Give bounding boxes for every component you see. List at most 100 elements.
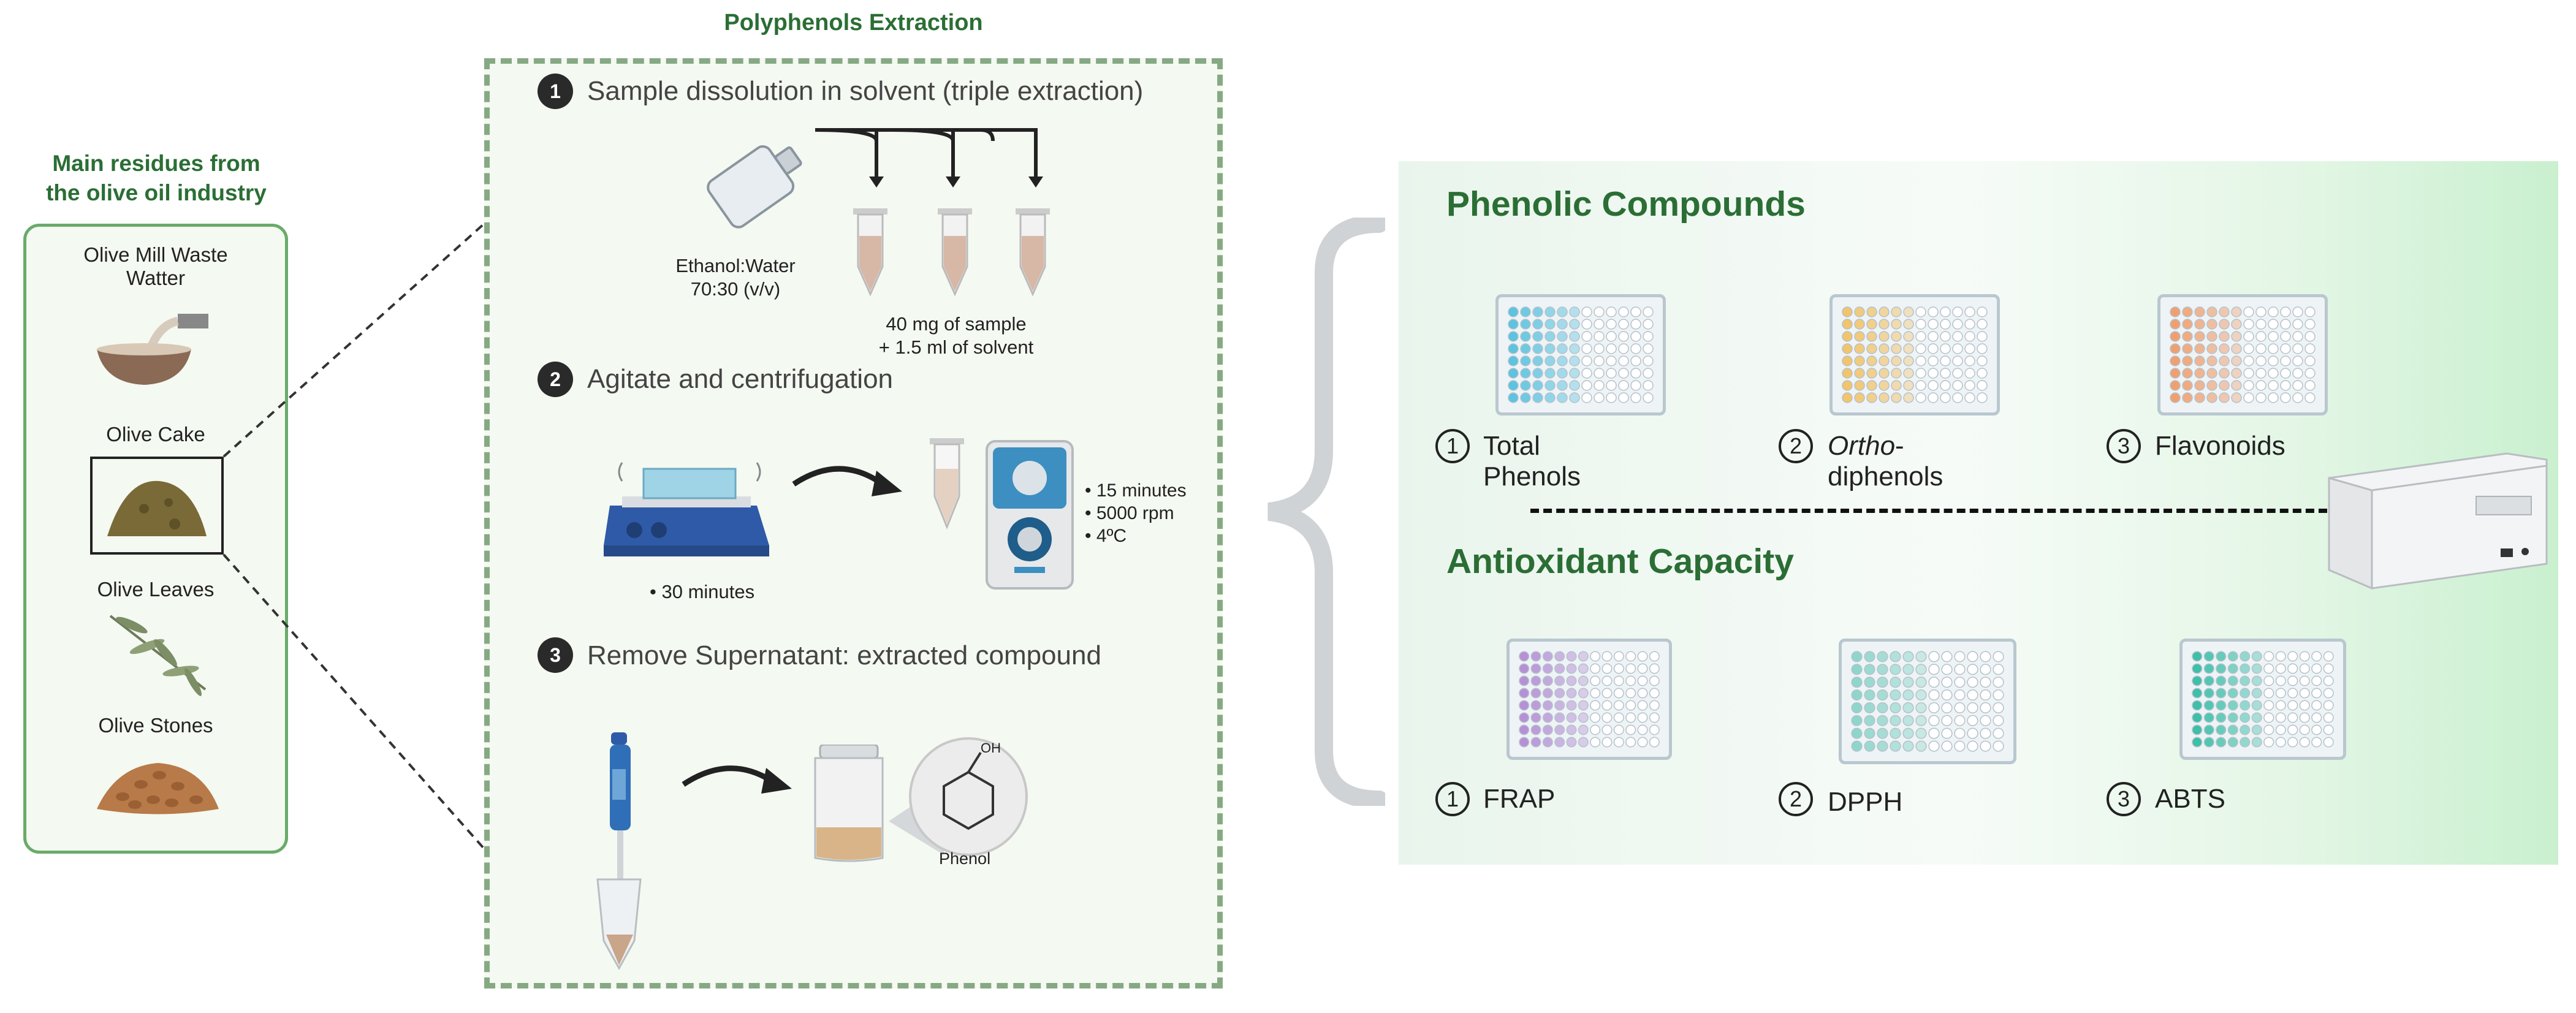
grouping-bracket: [1267, 218, 1385, 806]
plate-abts: [2179, 639, 2346, 760]
plate-well: [1854, 343, 1865, 354]
plate-well: [2206, 319, 2217, 330]
plate-well: [1842, 368, 1853, 379]
plate-well: [1941, 702, 1953, 714]
plate-well: [1590, 663, 1601, 674]
solvent-label: Ethanol:Water 70:30 (v/v): [675, 255, 796, 300]
plate-well: [1542, 712, 1553, 723]
plate-well: [1940, 355, 1951, 366]
plate-well: [1842, 392, 1853, 403]
plate-well: [2192, 724, 2203, 735]
plate-well: [1851, 727, 1863, 739]
plate-well: [1890, 740, 1901, 752]
plate-well: [1903, 343, 1914, 354]
plate-well: [1532, 355, 1543, 366]
plate-well: [2292, 319, 2303, 330]
solvent-split-arrows: [815, 128, 1043, 188]
plate-well: [1519, 724, 1530, 735]
plate-well: [2268, 331, 2279, 342]
plate-well: [2263, 700, 2274, 711]
plate-well: [2255, 343, 2266, 354]
assay-number-3: 3: [2107, 429, 2141, 463]
plate-well: [1625, 712, 1636, 723]
plate-well: [1637, 737, 1648, 748]
antioxidant-capacity-title: Antioxidant Capacity: [1446, 542, 1794, 581]
plate-well: [1879, 306, 1890, 317]
plate-well: [1566, 651, 1577, 662]
plate-well: [1606, 343, 1617, 354]
residues-box: [23, 224, 288, 854]
plate-well: [1581, 355, 1592, 366]
plate-well: [1637, 700, 1648, 711]
plate-well: [1891, 319, 1902, 330]
plate-well: [1866, 319, 1877, 330]
plate-well: [1542, 737, 1553, 748]
plate-well: [1601, 651, 1613, 662]
plate-well: [2194, 343, 2205, 354]
plate-well: [1530, 651, 1541, 662]
phenolic-compounds-title: Phenolic Compounds: [1446, 184, 1806, 224]
plate-well: [2227, 675, 2238, 686]
plate-well: [1902, 740, 1914, 752]
plate-well: [1954, 702, 1966, 714]
plate-dpph: [1839, 639, 2016, 764]
plate-well: [1578, 675, 1589, 686]
plate-well: [1842, 319, 1853, 330]
flow-arrow-1: [792, 466, 902, 496]
plate-well: [1649, 675, 1660, 686]
plate-well: [1566, 675, 1577, 686]
plate-well: [2216, 724, 2227, 735]
plate-well: [2243, 392, 2254, 403]
plate-well: [2182, 392, 2193, 403]
plate-well: [1928, 392, 1939, 403]
plate-well: [1854, 355, 1865, 366]
plate-well: [1618, 368, 1629, 379]
plate-well: [1643, 306, 1654, 317]
plate-well: [1542, 688, 1553, 699]
plate-well: [1964, 343, 1975, 354]
extract-jar-icon: [814, 745, 884, 862]
plate-well: [1954, 715, 1966, 726]
plate-well: [1952, 319, 1963, 330]
plate-well: [1928, 651, 1940, 662]
plate-well: [2194, 319, 2205, 330]
plate-well: [2275, 700, 2286, 711]
plate-well: [2216, 663, 2227, 674]
plate-well: [1530, 700, 1541, 711]
assay-label-total-phenols: Total Phenols: [1483, 431, 1581, 491]
plate-well: [1903, 380, 1914, 391]
plate-well: [1977, 306, 1988, 317]
plate-well: [2268, 392, 2279, 403]
step-3-badge: 3: [538, 637, 573, 673]
plate-well: [1977, 392, 1988, 403]
plate-well: [1606, 368, 1617, 379]
plate-well: [1877, 740, 1888, 752]
plate-well: [1977, 343, 1988, 354]
plate-well: [1601, 712, 1613, 723]
plate-well: [1967, 689, 1978, 701]
plate-well: [1649, 737, 1660, 748]
plate-well: [2227, 700, 2238, 711]
plate-well: [1544, 355, 1556, 366]
plate-well: [1915, 664, 1927, 675]
plate-well: [2219, 392, 2230, 403]
plate-well: [2219, 368, 2230, 379]
plate-well: [2287, 724, 2298, 735]
plate-well: [2194, 392, 2205, 403]
plate-well: [2216, 651, 2227, 662]
plate-well: [1864, 664, 1875, 675]
plate-well: [1928, 689, 1940, 701]
plate-well: [1879, 380, 1890, 391]
plate-well: [2240, 675, 2251, 686]
plate-wells: [1842, 306, 1988, 403]
plate-well: [2182, 331, 2193, 342]
plate-well: [1557, 343, 1568, 354]
plate-well: [1967, 651, 1978, 662]
plate-well: [1532, 343, 1543, 354]
plate-well: [1928, 306, 1939, 317]
plate-well: [1508, 331, 1519, 342]
plate-well: [2170, 392, 2181, 403]
plate-well: [2240, 663, 2251, 674]
plate-well: [2275, 663, 2286, 674]
plate-well: [2231, 355, 2242, 366]
